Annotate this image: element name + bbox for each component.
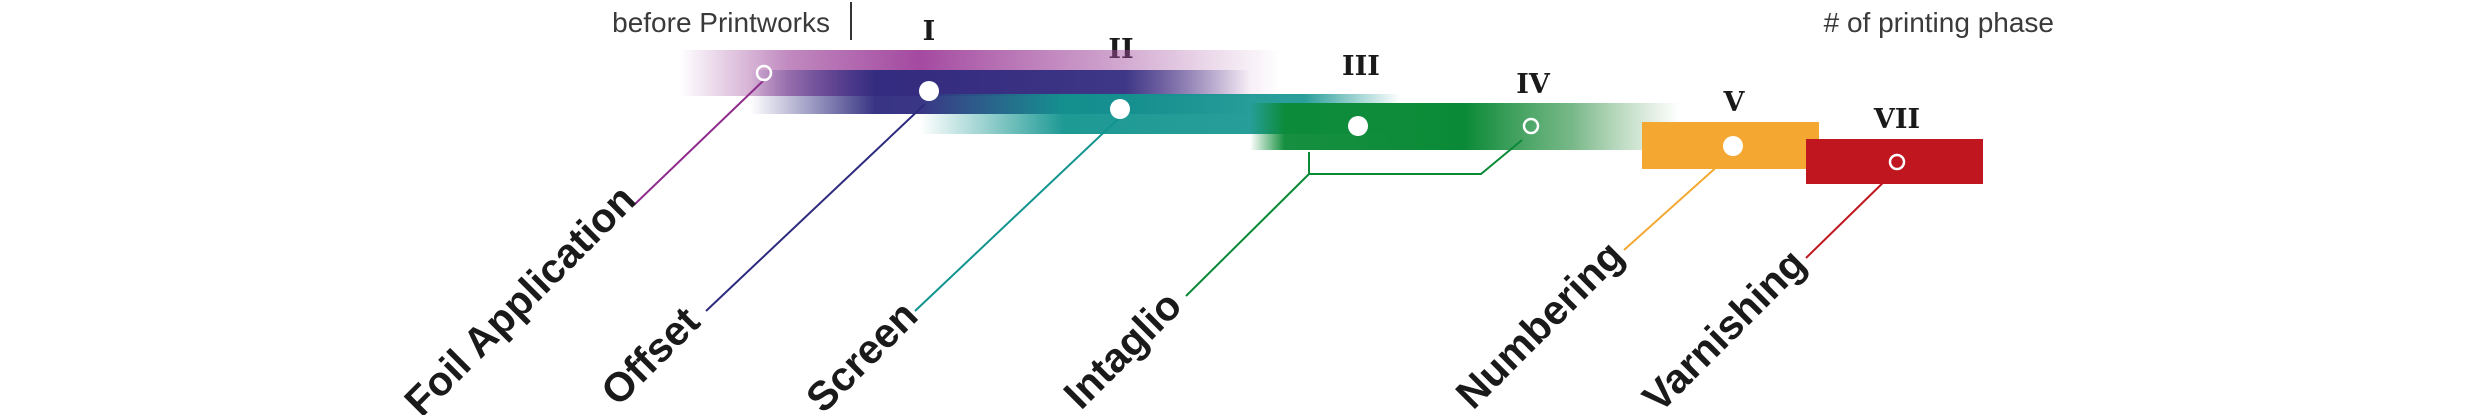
foil-application-marker (755, 64, 773, 82)
numbering-label: Numbering (1447, 232, 1633, 415)
varnishing-label: Varnishing (1634, 240, 1815, 415)
offset-label: Offset (592, 298, 709, 415)
screen-marker (1110, 99, 1130, 119)
varnishing-marker (1888, 153, 1906, 171)
phase-numeral-7: VII (1873, 104, 1920, 135)
phase-numeral-5: V (1723, 87, 1746, 118)
phase-numeral-1: I (923, 16, 936, 47)
screen-leader (914, 118, 1119, 312)
varnishing-band (1806, 139, 1983, 184)
intaglio-marker-filled (1348, 116, 1368, 136)
phase-numeral-4: IV (1516, 69, 1551, 100)
intaglio-bracket (1308, 139, 1523, 175)
before-printworks-label: before Printworks (612, 7, 830, 38)
intaglio-label: Intaglio (1055, 282, 1191, 415)
foil-application-leader (633, 79, 765, 206)
varnishing-leader (1805, 171, 1895, 259)
phase-numeral-3: III (1342, 51, 1380, 82)
screen-label: Screen (797, 292, 926, 415)
numbering-leader (1623, 154, 1731, 251)
intaglio-leader (1185, 173, 1310, 297)
intaglio-band (1250, 103, 1680, 150)
printing-phase-label: # of printing phase (1824, 7, 2054, 38)
offset-leader (705, 103, 926, 312)
intaglio-marker-open (1522, 117, 1540, 135)
numbering-marker (1723, 136, 1743, 156)
offset-marker (919, 81, 939, 101)
